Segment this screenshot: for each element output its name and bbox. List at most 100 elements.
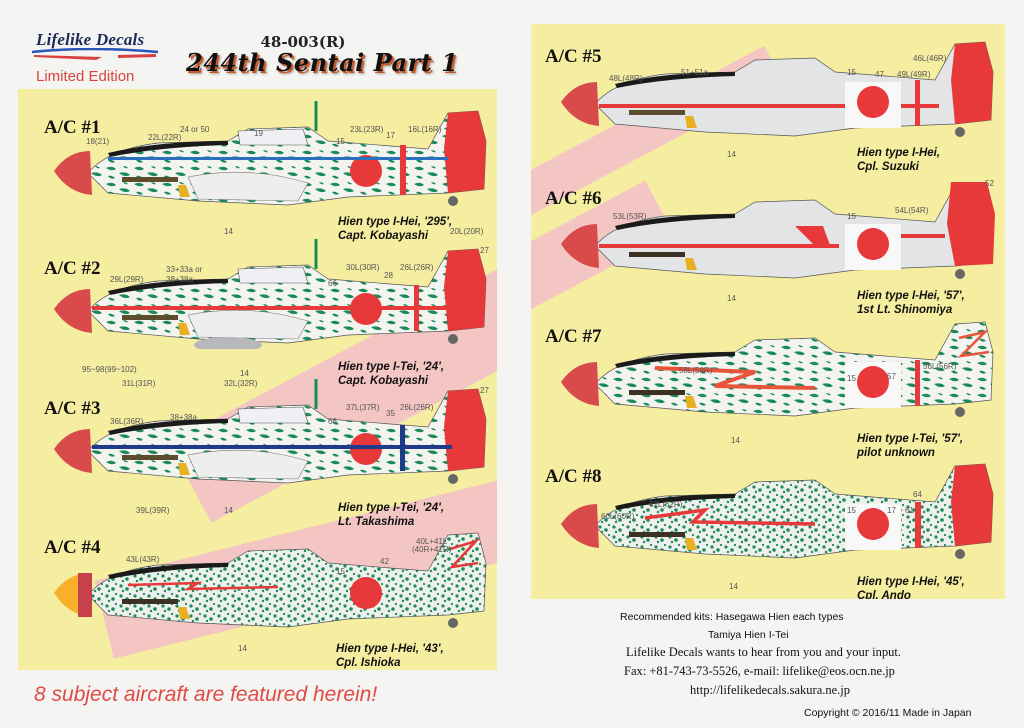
callout: 15 (847, 374, 856, 383)
aircraft-caption: Hien type I-Tei, '24',Lt. Takashima (338, 502, 445, 528)
aircraft-label: A/C #4 (44, 537, 101, 558)
callout: 14 (240, 369, 249, 378)
callout: 52 (985, 179, 994, 188)
callout: 14 (727, 294, 736, 303)
callout: 14 (224, 506, 233, 515)
aircraft-label: A/C #3 (44, 398, 101, 419)
callout: 24 or 50 (180, 125, 210, 134)
callout: 26L(26R) (400, 403, 434, 412)
aircraft-caption: Hien type I-Tei, '57',pilot unknown (857, 433, 964, 459)
left-panel: A/C #1 18(21) 22L(22R) 24 or 50 19 15 23… (18, 89, 497, 670)
callout: 17 (386, 131, 395, 140)
callout: 61 (905, 506, 914, 515)
aircraft-caption: Hien type I-Hei, '43',Cpl. Ishioka (336, 643, 444, 669)
callout: 14 (729, 582, 738, 591)
callout: 54L(54R) (895, 206, 929, 215)
callout: 39L(39R) (136, 506, 170, 515)
aircraft-profile-2 (48, 239, 488, 349)
callout: 15 (336, 567, 345, 576)
callout: 33+33a or (166, 265, 203, 274)
aircraft-caption: Hien type I-Tei, '24',Capt. Kobayashi (338, 361, 445, 387)
callout: 27 (480, 246, 489, 255)
callout: 40L+41L (416, 537, 448, 546)
feedback-text: Lifelike Decals wants to hear from you a… (626, 645, 901, 659)
callout: 38+38a (166, 275, 193, 284)
right-panel: A/C #5 48L(48R) 51+51a 15 47 49L(49R) 46… (531, 24, 1005, 599)
edition-label: Limited Edition (36, 68, 135, 85)
recommended-kits-line2: Tamiya Hien I-Tei (708, 629, 789, 641)
aircraft-caption: Hien type I-Hei,Cpl. Suzuki (857, 147, 941, 173)
copyright: Copyright © 2016/11 Made in Japan (804, 707, 972, 719)
callout: 42 (380, 557, 389, 566)
callout: 15 (847, 212, 856, 221)
aircraft-caption: Hien type I-Hei, '295',Capt. Kobayashi (338, 216, 453, 242)
callout: 60L(60R) (601, 512, 635, 521)
logo-swoosh-icon (31, 48, 159, 60)
callout: 64 (913, 490, 922, 499)
aircraft-label: A/C #6 (545, 188, 602, 209)
callout: 22L(22R) (148, 133, 182, 142)
callout: 66 (328, 417, 337, 426)
callout: 28 (384, 271, 393, 280)
callout: 38+38a (170, 413, 197, 422)
contact-info: Fax: +81-743-73-5526, e-mail: lifelike@e… (624, 664, 895, 678)
callout: 15 (336, 137, 345, 146)
website-link[interactable]: http://lifelikedecals.sakura.ne.jp (690, 683, 851, 697)
aircraft-label: A/C #2 (44, 258, 101, 279)
callout: 46L(46R) (913, 54, 947, 63)
aircraft-caption: Hien type I-Hei, '45',Cpl. Ando (857, 576, 965, 599)
aircraft-profile-3 (48, 379, 488, 489)
callout: 27 (480, 386, 489, 395)
callout: 56L(56R) (923, 362, 957, 371)
callout: 48L(48R) (609, 74, 643, 83)
callout: 51+51a (681, 68, 708, 77)
callout: 29L(29R) (110, 275, 144, 284)
aircraft-label: A/C #8 (545, 466, 602, 487)
callout: 17 (887, 506, 896, 515)
callout: 16L(16R) (408, 125, 442, 134)
aircraft-profile-6 (561, 182, 995, 279)
callout: 20L(20R) (450, 227, 484, 236)
callout: 32L(32R) (224, 379, 258, 388)
callout: 35 (386, 409, 395, 418)
recommended-kits: Recommended kits: Hasegawa Hien each typ… (620, 611, 844, 623)
aircraft-caption: Hien type I-Hei, '57',1st Lt. Shinomiya (857, 290, 965, 316)
callout: 14 (238, 644, 247, 653)
callout: 58L(58R) (679, 366, 713, 375)
page-title: 244th Sentai Part 1 (186, 48, 459, 77)
featured-banner: 8 subject aircraft are featured herein! (34, 683, 378, 706)
callout: 15 (847, 506, 856, 515)
callout: 18(21) (86, 137, 110, 146)
callout: 49L(49R) (897, 70, 931, 79)
callout: 95~98(99~102) (82, 365, 137, 374)
callout: 15 (847, 68, 856, 77)
product-code: 48-003(R) (260, 33, 346, 51)
callout: 43L(43R) (126, 555, 160, 564)
callout: 23L(23R) (350, 125, 384, 134)
aircraft-profile-8 (561, 463, 994, 559)
callout: 19 (254, 129, 263, 138)
callout: 30L(30R) (346, 263, 380, 272)
aircraft-label: A/C #1 (44, 117, 101, 138)
logo-text: Lifelike Decals (36, 30, 145, 49)
aircraft-label: A/C #7 (545, 326, 602, 347)
aircraft-profile-4 (54, 532, 487, 628)
callout: 31L(31R) (122, 379, 156, 388)
aircraft-profile-1 (48, 101, 488, 211)
callout: 26L(26R) (400, 263, 434, 272)
logo: Lifelike Decals (30, 30, 160, 65)
callout: 62L(62R) (649, 500, 683, 509)
callout: 14 (224, 227, 233, 236)
callout: (40R+41R) (412, 545, 452, 554)
callout: 14 (727, 150, 736, 159)
callout: 66 (328, 279, 337, 288)
callout: 53L(53R) (613, 212, 647, 221)
aircraft-profile-5 (561, 41, 994, 137)
callout: 47 (875, 70, 884, 79)
callout: 36L(36R) (110, 417, 144, 426)
callout: 14 (731, 436, 740, 445)
aircraft-label: A/C #5 (545, 46, 602, 67)
callout: 57 (887, 372, 896, 381)
callout: 37L(37R) (346, 403, 380, 412)
aircraft-profile-7 (561, 321, 994, 417)
